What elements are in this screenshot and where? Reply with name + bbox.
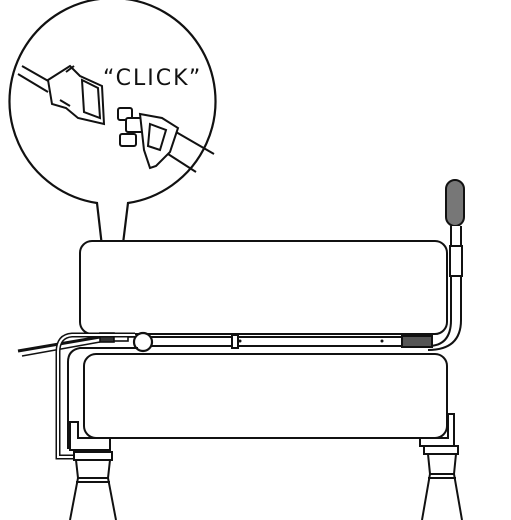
click-sound-label: “CLICK” [103, 66, 202, 91]
strap-loop [132, 331, 154, 353]
right-leg [421, 445, 463, 520]
strap-right-zoom [167, 131, 215, 173]
buckle-male-icon [117, 107, 180, 170]
strap-wrap [55, 332, 138, 460]
upper-cushion [79, 240, 448, 335]
buckle-female-icon [46, 64, 106, 126]
strap-left-zoom [17, 65, 51, 93]
left-bracket [69, 421, 111, 451]
handle-assembly [427, 179, 465, 351]
left-leg [69, 451, 117, 520]
handle-grip [445, 179, 465, 227]
rail-dark-segment [401, 335, 433, 348]
side-rail [149, 334, 433, 349]
lower-cushion [83, 353, 448, 439]
